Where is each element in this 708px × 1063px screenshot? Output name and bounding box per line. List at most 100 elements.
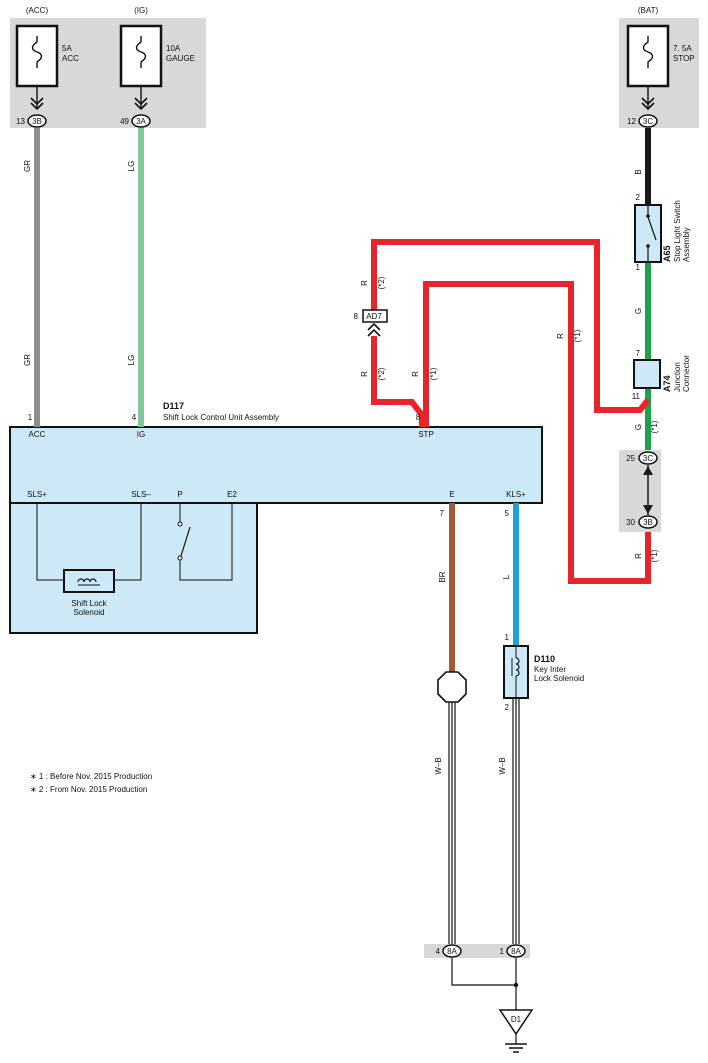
- footnote: ∗ 2 : From Nov. 2015 Production: [30, 785, 147, 794]
- fuse-name-acc: ACC: [62, 54, 79, 63]
- p-switch-icon: [180, 526, 191, 557]
- jconn-pin-top: 25: [626, 454, 635, 463]
- connector-ad7-id: AD7: [366, 312, 382, 321]
- junction-name: Junction: [673, 362, 682, 392]
- wire-label-wb: W–B: [434, 757, 443, 774]
- ground-conn: 8A: [511, 947, 521, 956]
- connector-ad7-pin: 8: [354, 312, 359, 321]
- ground-pin: 1: [500, 947, 505, 956]
- wire-r-stp-left: [371, 336, 425, 427]
- ecu-pin-label: KLS+: [506, 490, 526, 499]
- wire-label-gr: GR: [23, 354, 32, 366]
- wire-label-wb: W–B: [498, 757, 507, 774]
- ecu-id: D117: [163, 401, 184, 411]
- fuse-amp-ig: 10A: [166, 44, 181, 53]
- switch-name: Stop Light Switch: [673, 200, 682, 262]
- stop-light-switch-icon: [634, 204, 662, 263]
- chevron-up-icon: [367, 322, 381, 331]
- switch-id: A65: [662, 245, 672, 262]
- ecu-pin-label: ACC: [29, 430, 46, 439]
- ecu-pin-num: 8: [416, 413, 421, 422]
- ecu-pin-label: STP: [418, 430, 434, 439]
- wire-label-g: G: [634, 308, 643, 314]
- note-label: (*2): [377, 276, 386, 289]
- octagon-splice-icon: [437, 671, 467, 703]
- wire-label-b: B: [634, 169, 643, 174]
- ecu-pin-num: 5: [505, 509, 510, 518]
- wire-label-r: R: [360, 280, 369, 286]
- key-interlock-solenoid-icon: [503, 645, 529, 699]
- ecu-pin-label: E: [449, 490, 454, 499]
- wire-label-r: R: [556, 333, 565, 339]
- wire-label-r: R: [634, 553, 643, 559]
- ecu-pin-num: 1: [28, 413, 33, 422]
- connector-oval: [506, 944, 526, 958]
- ecu-pin-label: SLS–: [131, 490, 151, 499]
- switch-name-2: Assembly: [682, 227, 691, 262]
- wire-label-lg: LG: [127, 161, 136, 172]
- conn-ig: 3A: [136, 117, 146, 126]
- ecu-pin-label: E2: [227, 490, 237, 499]
- key-solenoid-pin-bottom: 2: [505, 703, 510, 712]
- wire-label-gr: GR: [23, 160, 32, 172]
- connector-ad7-box: [362, 309, 388, 323]
- note-label: (*2): [377, 367, 386, 380]
- note-label: (*1): [650, 420, 659, 433]
- conn-acc: 3B: [32, 117, 42, 126]
- junction-pin-bottom: 11: [632, 392, 641, 401]
- connector-oval: [638, 515, 658, 529]
- junction-connector-box: [633, 359, 661, 389]
- ecu-lower-box: [9, 502, 258, 634]
- wire-label-r: R: [411, 371, 420, 377]
- arrow-up-icon: [643, 466, 653, 475]
- switch-pin-bottom: 1: [636, 263, 641, 272]
- ecu-name: Shift Lock Control Unit Assembly: [163, 413, 279, 422]
- fuse-amp-bat: 7. 5A: [673, 44, 692, 53]
- key-solenoid-name: Key Inter: [534, 665, 566, 674]
- junction-name-2: Connector: [682, 355, 691, 392]
- wire-label-r: R: [360, 371, 369, 377]
- ground-triangle-icon: [498, 1009, 534, 1036]
- wire-r-outer: [371, 239, 651, 413]
- arrow-down-icon: [643, 505, 653, 514]
- jconn-conn-bottom: 3B: [643, 518, 653, 527]
- ground-conn: 8A: [447, 947, 457, 956]
- fuse-name-ig: GAUGE: [166, 54, 195, 63]
- ground-join: [451, 958, 516, 986]
- ecu-pin-label: P: [177, 490, 182, 499]
- fuse-amp-acc: 5A: [62, 44, 72, 53]
- source-label-bat: (BAT): [638, 6, 659, 15]
- pin-acc: 13: [16, 117, 25, 126]
- wire-label-lg: LG: [127, 355, 136, 366]
- wire-label-l: L: [502, 574, 511, 579]
- solenoid-label-2: Solenoid: [73, 608, 104, 617]
- wire-wb-right: [512, 698, 520, 944]
- junction-id: A74: [662, 375, 672, 392]
- conn-bat: 3C: [643, 117, 653, 126]
- key-solenoid-id: D110: [534, 654, 555, 664]
- ground-pin: 4: [436, 947, 441, 956]
- wire-label-g: G: [634, 424, 643, 430]
- wire-wb-left: [448, 702, 456, 944]
- connector-oval: [442, 944, 462, 958]
- ground-id: D1: [511, 1015, 522, 1024]
- jconn-pin-bottom: 30: [626, 518, 635, 527]
- note-label: (*1): [573, 329, 582, 342]
- connector-oval: [638, 451, 658, 465]
- ecu-internal-wiring: [36, 503, 233, 581]
- fuse-name-bat: STOP: [673, 54, 695, 63]
- jconn-conn-top: 3C: [643, 454, 653, 463]
- pin-bat: 12: [627, 117, 636, 126]
- ecu-pin-num: 7: [440, 509, 445, 518]
- ecu-pin-label: SLS+: [27, 490, 47, 499]
- ecu-pin-label: IG: [137, 430, 145, 439]
- footnote: ∗ 1 : Before Nov. 2015 Production: [30, 772, 152, 781]
- ecu-pin-num: 4: [132, 413, 137, 422]
- splice-dot: [513, 982, 519, 988]
- connector-oval: [131, 114, 151, 128]
- junction-pin-top: 7: [636, 349, 641, 358]
- fuse-icon: [15, 24, 59, 111]
- fuse-icon: [119, 24, 163, 111]
- connector-oval: [27, 114, 47, 128]
